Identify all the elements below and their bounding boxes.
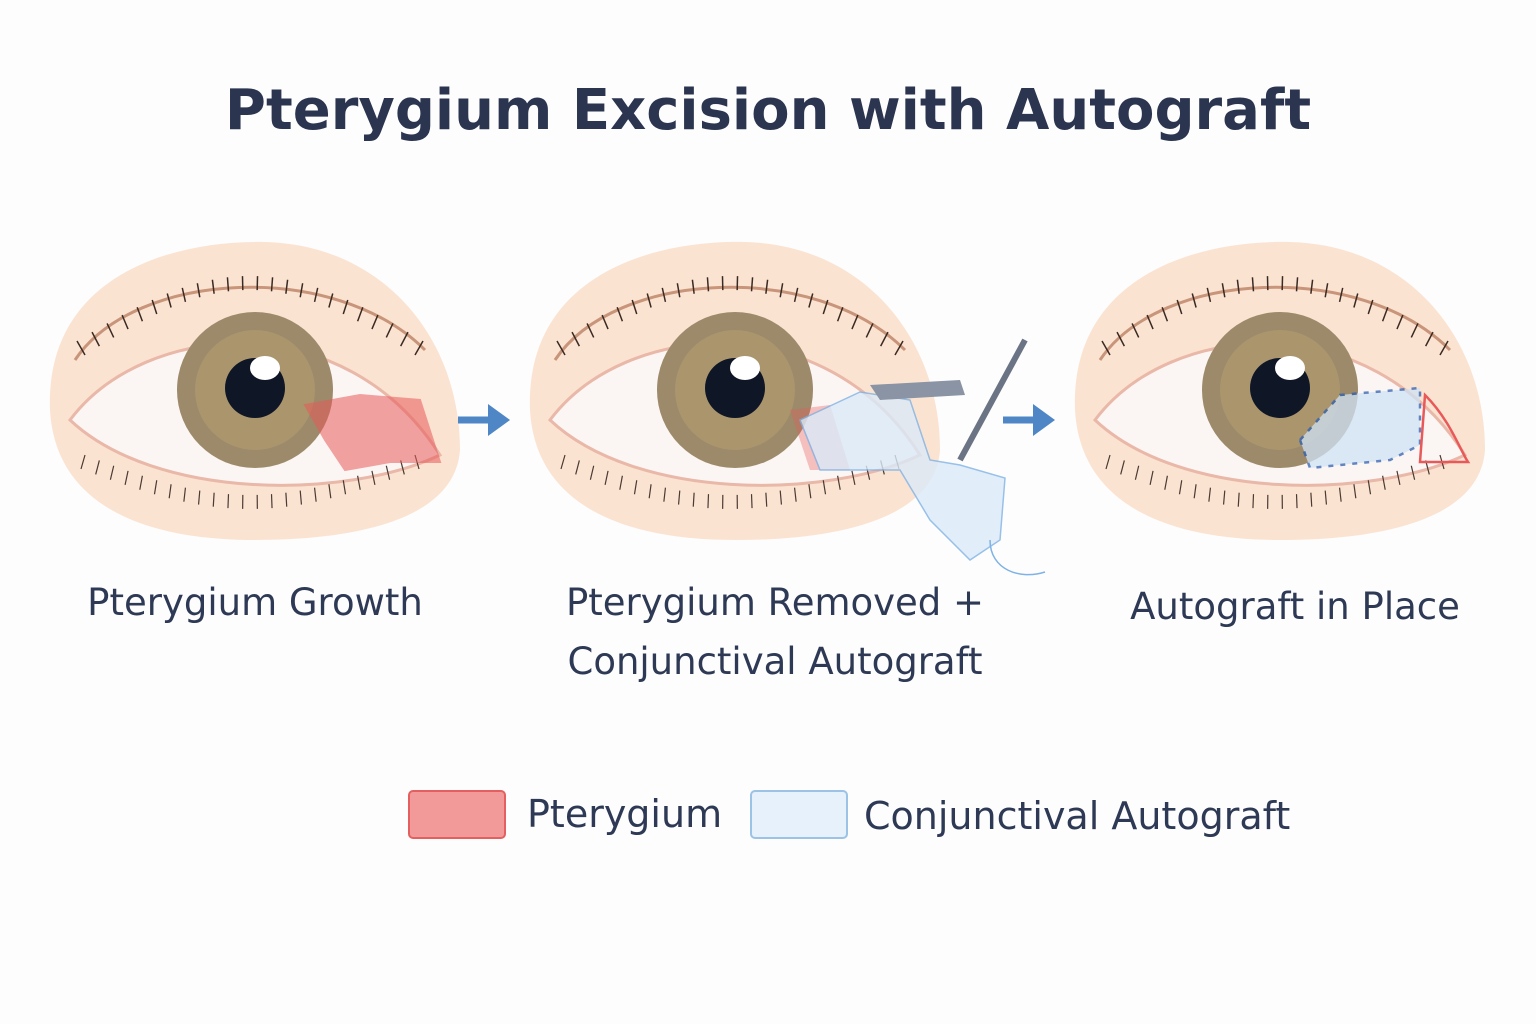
autograft-in-place bbox=[1298, 386, 1422, 470]
eye-highlight bbox=[250, 356, 280, 380]
step-1-label: Pterygium Growth bbox=[87, 581, 423, 624]
arrow-icon-2 bbox=[1003, 404, 1055, 436]
eyelid-crease bbox=[1098, 285, 1452, 361]
page-title: Pterygium Excision with Autograft bbox=[224, 78, 1312, 143]
eye-2 bbox=[529, 241, 1046, 576]
step-2-label-line2: Conjunctival Autograft bbox=[567, 640, 983, 683]
eyelid-crease bbox=[553, 285, 907, 361]
pterygium-tissue bbox=[303, 393, 442, 472]
step-3-label: Autograft in Place bbox=[1130, 585, 1460, 628]
eye-3 bbox=[1074, 241, 1485, 541]
legend-label-pterygium: Pterygium bbox=[527, 792, 723, 836]
eye-1 bbox=[49, 241, 461, 541]
legend-swatch-pterygium bbox=[408, 790, 506, 839]
eye-highlight bbox=[730, 356, 760, 380]
eyelid-crease bbox=[73, 285, 427, 361]
scissors-icon bbox=[870, 338, 1028, 462]
legend-label-autograft: Conjunctival Autograft bbox=[864, 794, 1291, 838]
eye-highlight bbox=[1275, 356, 1305, 380]
arrow-icon-1 bbox=[458, 404, 510, 436]
suture-thread bbox=[989, 539, 1046, 576]
step-2-label-line1: Pterygium Removed + bbox=[565, 581, 985, 624]
legend-swatch-autograft bbox=[750, 790, 848, 839]
